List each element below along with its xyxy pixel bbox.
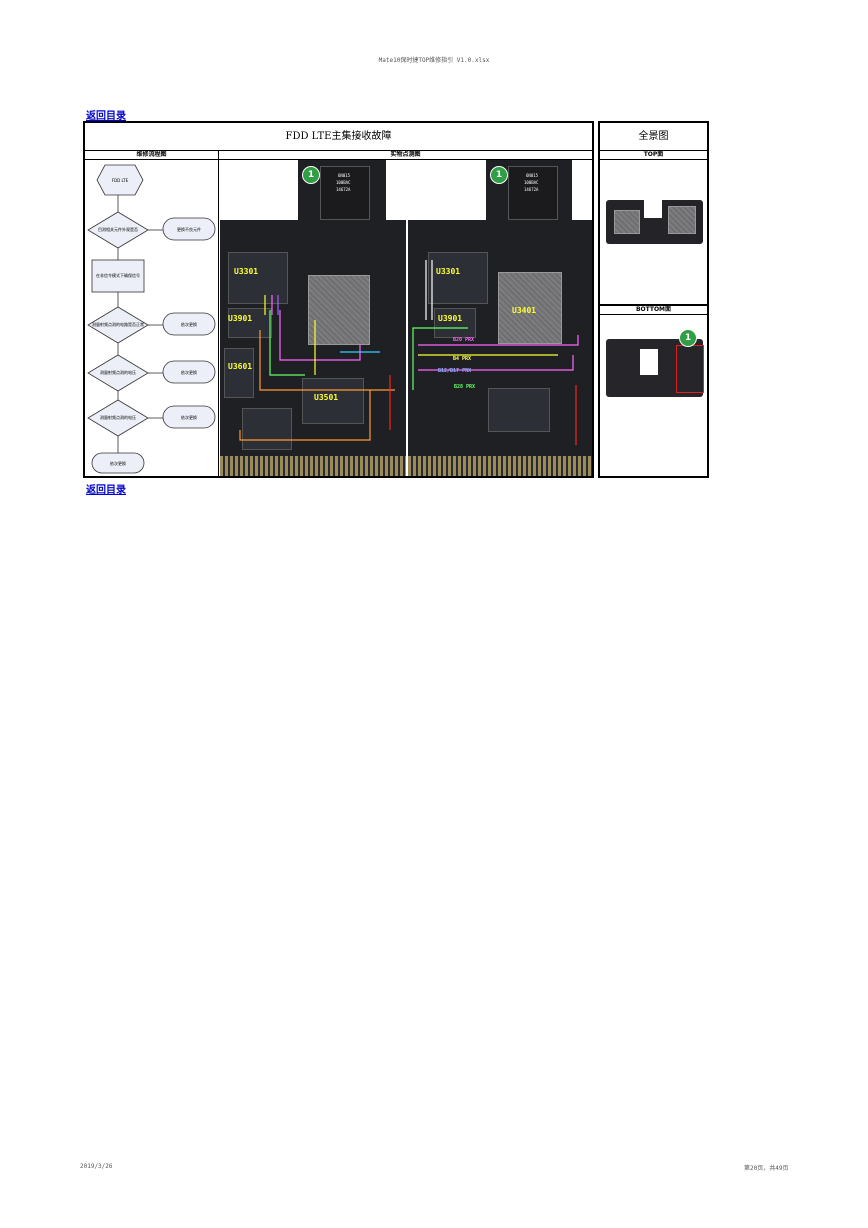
flow-d1-text: 目测相关元件外观是否 (98, 226, 138, 232)
flow-result-3 (162, 360, 216, 384)
flow-result-2 (162, 312, 216, 336)
flow-r2-text: 依次更换 (181, 321, 197, 327)
chip-label: U3901 (228, 314, 253, 323)
chip-label: U3501 (314, 393, 339, 402)
main-title: FDD LTE主集接收故障 (85, 123, 592, 151)
footer-page: 第20页，共49页 (744, 1165, 789, 1172)
trace-label: B20 PRX (453, 337, 474, 343)
flow-start-text: FDD LTE (112, 178, 129, 183)
main-panel: FDD LTE主集接收故障 维修流程图 实物点测图 FDD LTE 目测相关元件… (83, 121, 594, 478)
flow-header: 维修流程图 (85, 151, 219, 160)
trace-label: B4 PRX (453, 356, 471, 362)
trace-label: B12/B17 PRX (438, 368, 471, 374)
flow-result-1 (162, 217, 216, 241)
top-side-label: TOP面 (600, 151, 707, 160)
trace-label: B28 PRX (454, 384, 475, 390)
chip-label: U3901 (438, 314, 463, 323)
panorama-title: 全景图 (600, 123, 707, 151)
flow-d4-text: 测量射频点测的电压 (100, 414, 136, 420)
flow-r1-text: 更换不良元件 (177, 226, 201, 232)
flow-r3-text: 依次更换 (181, 369, 197, 375)
divider (218, 151, 219, 476)
back-to-index-link-bottom[interactable]: 返回目录 (86, 485, 126, 496)
flow-result-4 (162, 405, 216, 429)
marker-badge: 1 (679, 329, 697, 347)
bottom-side-label: BOTTOM面 (600, 305, 707, 315)
page-header: Mate10保时捷TOP维修指引 V1.0.xlsx (378, 57, 490, 64)
marker-badge: 1 (490, 166, 508, 184)
board-photo-left: 6N015 100BAC 14672A 1 U3301 U3901 U3601 … (220, 160, 406, 476)
flow-r4-text: 依次更换 (181, 414, 197, 420)
footer-date: 2019/3/26 (80, 1163, 113, 1170)
chip-label: U3301 (234, 267, 259, 276)
flow-end-text: 依次更换 (110, 460, 126, 466)
flow-d3-text: 测量射频点测的电压 (100, 369, 136, 375)
flowchart: FDD LTE 目测相关元件外观是否 更换不良元件 在非信令模式下确保信号 测量… (87, 164, 216, 474)
board-photo-right: 6N015 100BAC 14672A 1 U3301 U3401 U3901 … (408, 160, 592, 476)
flow-d2-text: 测量射频点测的电路是否正常 (92, 321, 144, 327)
back-to-index-link-top[interactable]: 返回目录 (86, 111, 126, 122)
chip-label: U3301 (436, 267, 461, 276)
photo-header: 实物点测图 (219, 151, 592, 160)
panorama-panel: 全景图 TOP面 BOTTOM面 1 (598, 121, 709, 478)
marker-badge: 1 (302, 166, 320, 184)
flow-start-shape (96, 164, 144, 196)
board-bottom-view: 1 (606, 329, 704, 399)
board-top-view (606, 196, 703, 246)
chip-label: U3601 (228, 362, 253, 371)
flow-p1-text: 在非信令模式下确保信号 (96, 272, 140, 278)
chip-label: U3401 (512, 306, 537, 315)
